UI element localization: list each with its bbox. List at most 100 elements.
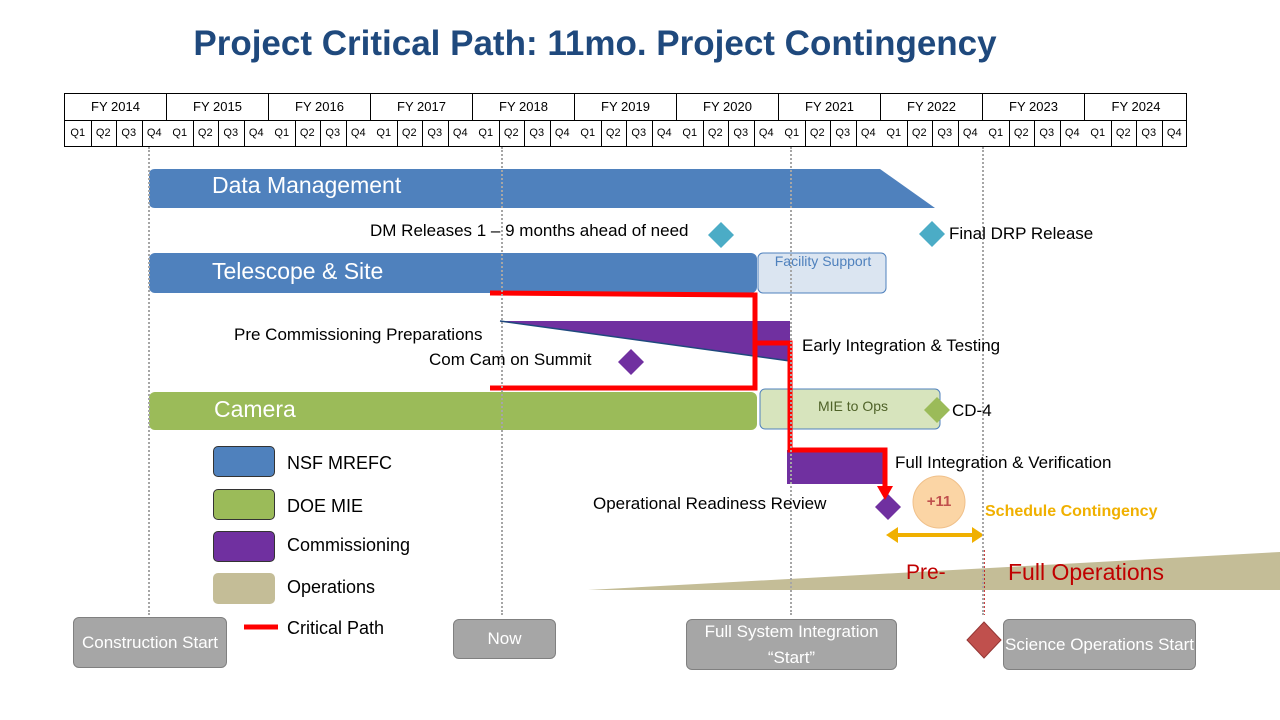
quarter-header: Q2 <box>1115 127 1131 139</box>
quarter-divider <box>1136 120 1137 146</box>
orr-diamond <box>875 494 901 520</box>
pre-commissioning-label: Pre Commissioning Preparations <box>234 325 483 344</box>
full-operations-label: Full Operations <box>1008 559 1164 585</box>
quarter-header: Q1 <box>172 127 188 139</box>
quarter-divider <box>626 120 627 146</box>
quarter-header: Q3 <box>937 127 953 139</box>
mie-to-ops-label: MIE to Ops <box>817 398 889 414</box>
early-integration-label: Early Integration & Testing <box>802 336 1001 355</box>
quarter-header: Q2 <box>401 127 417 139</box>
com-cam-diamond <box>618 349 644 375</box>
fiscal-year-header: FY 2020 <box>677 94 779 120</box>
quarter-header: Q1 <box>580 127 596 139</box>
quarter-header: Q1 <box>886 127 902 139</box>
timeline-divider <box>65 120 1186 121</box>
contingency-arrow-left <box>886 527 898 543</box>
science-operations-start-box: Science Operations Start <box>1003 619 1196 670</box>
quarter-divider <box>855 120 857 146</box>
full-integration-label: Full Integration & Verification <box>895 453 1112 472</box>
quarter-header: Q4 <box>758 127 774 139</box>
quarter-divider <box>1161 120 1163 146</box>
legend-label-operations: Operations <box>287 577 376 597</box>
quarter-divider <box>141 120 143 146</box>
construction-start-guide <box>148 147 150 615</box>
quarter-header: Q1 <box>274 127 290 139</box>
camera-bar <box>149 392 757 430</box>
operational-readiness-label: Operational Readiness Review <box>593 494 827 513</box>
quarter-divider <box>1059 120 1061 146</box>
quarter-divider <box>243 120 245 146</box>
quarter-header: Q3 <box>325 127 341 139</box>
fiscal-year-header: FY 2014 <box>65 94 167 120</box>
quarter-divider <box>728 120 729 146</box>
quarter-header: Q4 <box>1064 127 1080 139</box>
quarter-header: Q4 <box>962 127 978 139</box>
quarter-divider <box>524 120 525 146</box>
fiscal-year-header: FY 2015 <box>167 94 269 120</box>
quarter-header: Q1 <box>988 127 1004 139</box>
dm-release-diamond <box>708 222 734 248</box>
pre-ops-label: Pre- <box>906 561 946 584</box>
data-management-bar <box>149 169 935 208</box>
quarter-header: Q2 <box>1013 127 1029 139</box>
quarter-divider <box>345 120 347 146</box>
science-ops-guide <box>982 147 984 615</box>
legend-label-nsf: NSF MREFC <box>287 453 392 473</box>
quarter-divider <box>294 120 296 146</box>
quarter-header: Q3 <box>733 127 749 139</box>
quarter-divider <box>90 120 92 146</box>
full-integration-bar <box>787 450 885 484</box>
quarter-divider <box>702 120 704 146</box>
quarter-header: Q3 <box>427 127 443 139</box>
construction-start-box: Construction Start <box>73 617 227 668</box>
quarter-divider <box>600 120 602 146</box>
quarter-header: Q2 <box>605 127 621 139</box>
quarter-divider <box>422 120 423 146</box>
quarter-divider <box>549 120 551 146</box>
critical-path-arrow <box>877 486 893 500</box>
quarter-header: Q2 <box>197 127 213 139</box>
quarter-divider <box>906 120 908 146</box>
quarter-header: Q4 <box>554 127 570 139</box>
legend-swatch-nsf <box>213 446 275 477</box>
quarter-divider <box>957 120 959 146</box>
quarter-header: Q4 <box>656 127 672 139</box>
now-guide <box>501 147 503 615</box>
fiscal-year-header: FY 2022 <box>881 94 983 120</box>
telescope-site-bar <box>149 253 757 293</box>
quarter-header: Q3 <box>223 127 239 139</box>
facility-support-label: Facility Support <box>774 253 872 269</box>
legend-swatch-commissioning <box>213 531 275 562</box>
quarter-header: Q1 <box>1090 127 1106 139</box>
fiscal-year-header: FY 2021 <box>779 94 881 120</box>
quarter-divider <box>651 120 653 146</box>
quarter-header: Q3 <box>121 127 137 139</box>
contingency-badge <box>912 475 966 529</box>
legend-label-doe: DOE MIE <box>287 496 364 516</box>
legend-swatch-doe <box>213 489 275 520</box>
legend-label-commissioning: Commissioning <box>287 535 411 555</box>
fiscal-year-header: FY 2017 <box>371 94 473 120</box>
fiscal-year-header: FY 2016 <box>269 94 371 120</box>
full-system-integration-box: Full System Integration “Start” <box>686 619 897 670</box>
quarter-divider <box>753 120 755 146</box>
quarter-divider <box>804 120 806 146</box>
cd4-diamond <box>924 397 950 423</box>
camera-label: Camera <box>214 396 296 422</box>
quarter-header: Q4 <box>860 127 876 139</box>
quarter-divider <box>447 120 449 146</box>
quarter-header: Q1 <box>784 127 800 139</box>
data-management-label: Data Management <box>212 172 402 198</box>
legend-label-critical: Critical Path <box>287 618 385 638</box>
quarter-header: Q1 <box>376 127 392 139</box>
quarter-header: Q2 <box>911 127 927 139</box>
quarter-divider <box>1008 120 1010 146</box>
quarter-header: Q4 <box>146 127 162 139</box>
final-drp-diamond <box>919 221 945 247</box>
quarter-header: Q3 <box>835 127 851 139</box>
contingency-badge-label: +11 <box>926 493 952 510</box>
quarter-header: Q4 <box>248 127 264 139</box>
quarter-divider <box>1110 120 1112 146</box>
